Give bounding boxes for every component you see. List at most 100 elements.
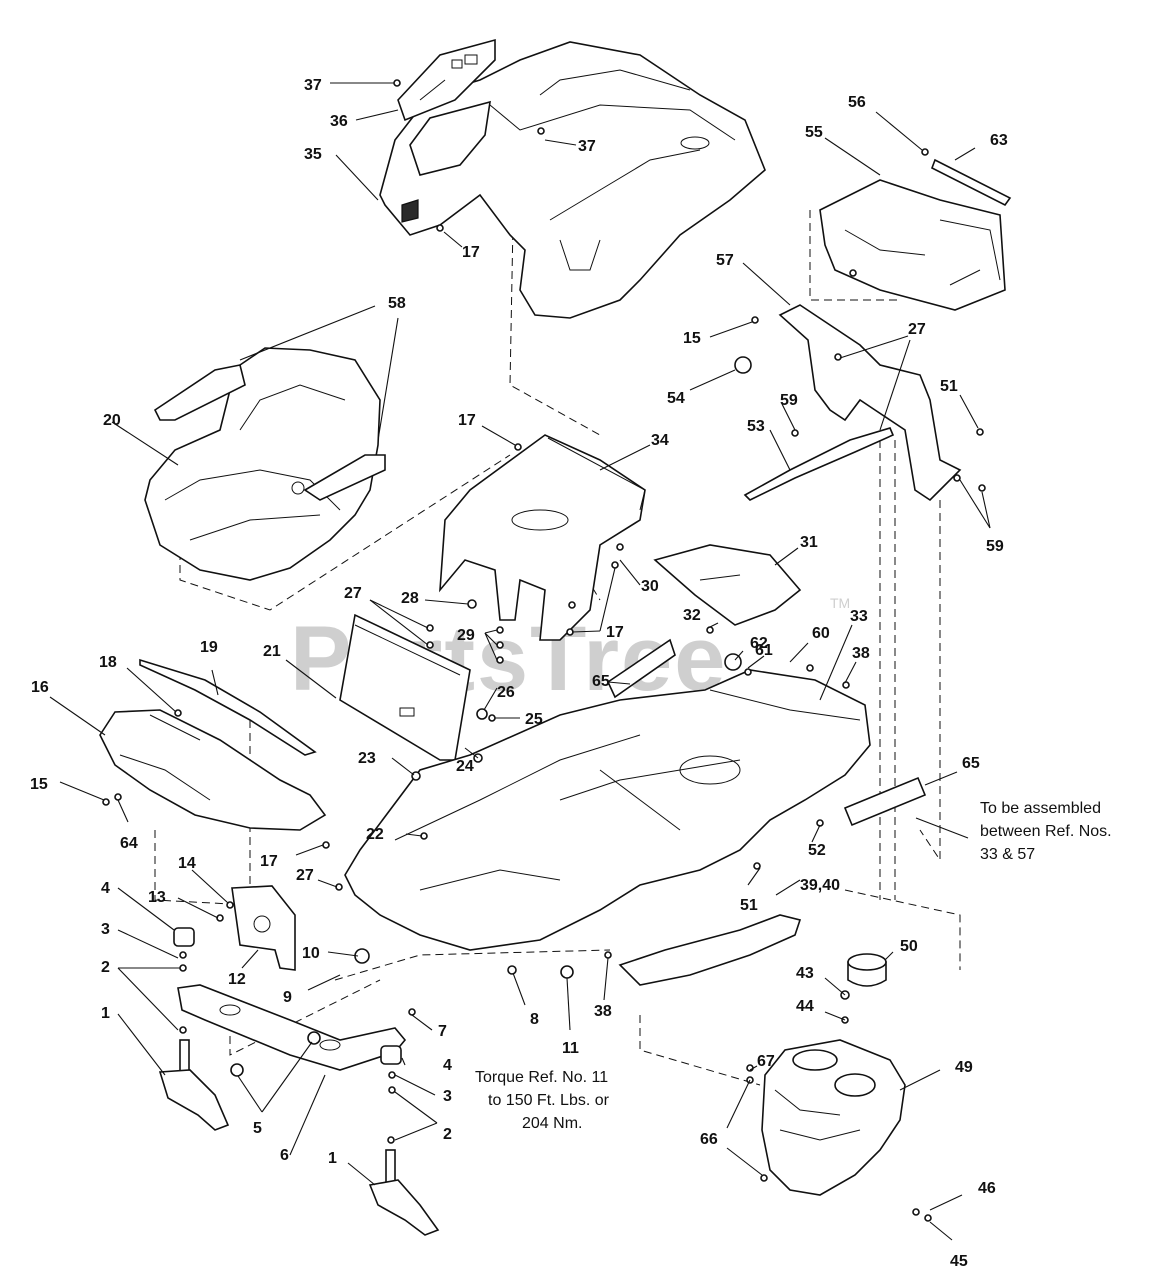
callout-65-left: 65: [592, 673, 610, 690]
callout-30: 30: [641, 578, 659, 595]
assembly-note-line-2: between Ref. Nos.: [980, 823, 1112, 840]
callout-64: 64: [120, 835, 138, 852]
upright-bracket: [778, 304, 962, 502]
callout-3-left: 3: [101, 921, 110, 938]
cover-plate: [653, 544, 802, 626]
callout-37-mid: 37: [578, 138, 596, 155]
callout-15-lower: 15: [30, 776, 48, 793]
seat: [144, 347, 386, 581]
callout-51-lower: 51: [740, 897, 758, 914]
callout-19: 19: [200, 639, 218, 656]
callout-27-upper: 27: [908, 321, 926, 338]
callout-36: 36: [330, 113, 348, 130]
guard-strip-right: [843, 776, 927, 827]
foot-pad-strip: [139, 658, 317, 756]
callout-35: 35: [304, 146, 322, 163]
callout-24: 24: [456, 758, 474, 775]
callout-51-upper: 51: [940, 378, 958, 395]
main-frame: [344, 669, 871, 951]
callout-15-upper: 15: [683, 330, 701, 347]
callout-4-left: 4: [101, 880, 110, 897]
leader-lines: [49, 82, 991, 1241]
front-shroud: [99, 709, 327, 831]
callout-18: 18: [99, 654, 117, 671]
strap: [743, 427, 895, 501]
callout-32: 32: [683, 607, 701, 624]
callout-labels: 37 36 35 37 17 56 63 55 57 15 27 54 59 5…: [30, 77, 1008, 1270]
callout-16: 16: [31, 679, 49, 696]
callout-34: 34: [651, 432, 669, 449]
torque-note-line-1: Torque Ref. No. 11: [475, 1069, 608, 1086]
callout-60: 60: [812, 625, 830, 642]
callout-7: 7: [438, 1023, 447, 1040]
callout-56: 56: [848, 94, 866, 111]
torque-note-line-2: to 150 Ft. Lbs. or: [488, 1092, 610, 1109]
callout-65-right: 65: [962, 755, 980, 772]
callout-63: 63: [990, 132, 1008, 149]
callout-23: 23: [358, 750, 376, 767]
callout-67: 67: [757, 1053, 775, 1070]
fuel-cap: [847, 953, 887, 987]
callout-20: 20: [103, 412, 121, 429]
basket-strip: [930, 158, 1012, 207]
callout-50: 50: [900, 938, 918, 955]
callout-13: 13: [148, 889, 166, 906]
rear-panel: [339, 613, 471, 761]
callout-27-mid: 27: [344, 585, 362, 602]
callout-22: 22: [366, 826, 384, 843]
callout-26: 26: [497, 684, 515, 701]
callout-10: 10: [302, 945, 320, 962]
bushing-right: [380, 1045, 402, 1065]
callout-53: 53: [747, 418, 765, 435]
callout-2-right: 2: [443, 1126, 452, 1143]
callout-52: 52: [808, 842, 826, 859]
callout-25: 25: [525, 711, 543, 728]
guard-strip-left: [606, 638, 676, 699]
callout-8: 8: [530, 1011, 539, 1028]
callout-21: 21: [263, 643, 281, 660]
callout-33: 33: [850, 608, 868, 625]
rear-basket: [819, 179, 1006, 311]
callout-59-lower: 59: [986, 538, 1004, 555]
callout-46: 46: [978, 1180, 996, 1197]
callout-66: 66: [700, 1131, 718, 1148]
callout-61: 61: [755, 642, 773, 659]
callout-2-left: 2: [101, 959, 110, 976]
fuel-tank: [761, 1039, 906, 1196]
callout-58: 58: [388, 295, 406, 312]
callout-6: 6: [280, 1147, 289, 1164]
callout-49: 49: [955, 1059, 973, 1076]
callout-29: 29: [457, 627, 475, 644]
callout-9: 9: [283, 989, 292, 1006]
callout-28: 28: [401, 590, 419, 607]
callout-57: 57: [716, 252, 734, 269]
callout-62: 62: [750, 635, 768, 652]
watermark-trademark: TM: [830, 595, 850, 611]
callout-45: 45: [950, 1253, 968, 1270]
callout-17-lower: 17: [260, 853, 278, 870]
callout-1-left: 1: [101, 1005, 110, 1022]
console-cover: [379, 41, 766, 319]
callout-4-right: 4: [443, 1057, 452, 1074]
seat-pan-bracket: [439, 434, 646, 641]
callout-55: 55: [805, 124, 823, 141]
callout-3-right: 3: [443, 1088, 452, 1105]
torque-note: Torque Ref. No. 11 to 150 Ft. Lbs. or 20…: [475, 1069, 610, 1132]
assembly-note: To be assembled between Ref. Nos. 33 & 5…: [980, 800, 1112, 863]
assembly-note-line-1: To be assembled: [980, 800, 1101, 817]
callout-5: 5: [253, 1120, 262, 1137]
callout-38-lower: 38: [594, 1003, 612, 1020]
callout-43: 43: [796, 965, 814, 982]
spindle-right: [368, 1149, 440, 1236]
callout-17-console: 17: [462, 244, 480, 261]
callout-44: 44: [796, 998, 814, 1015]
assembly-note-line-3: 33 & 57: [980, 846, 1035, 863]
callout-38-upper: 38: [852, 645, 870, 662]
callout-31: 31: [800, 534, 818, 551]
callout-54: 54: [667, 390, 685, 407]
switch-plate: [397, 38, 496, 122]
spindle-left: [158, 1039, 230, 1131]
callout-17-seat-pan: 17: [458, 412, 476, 429]
